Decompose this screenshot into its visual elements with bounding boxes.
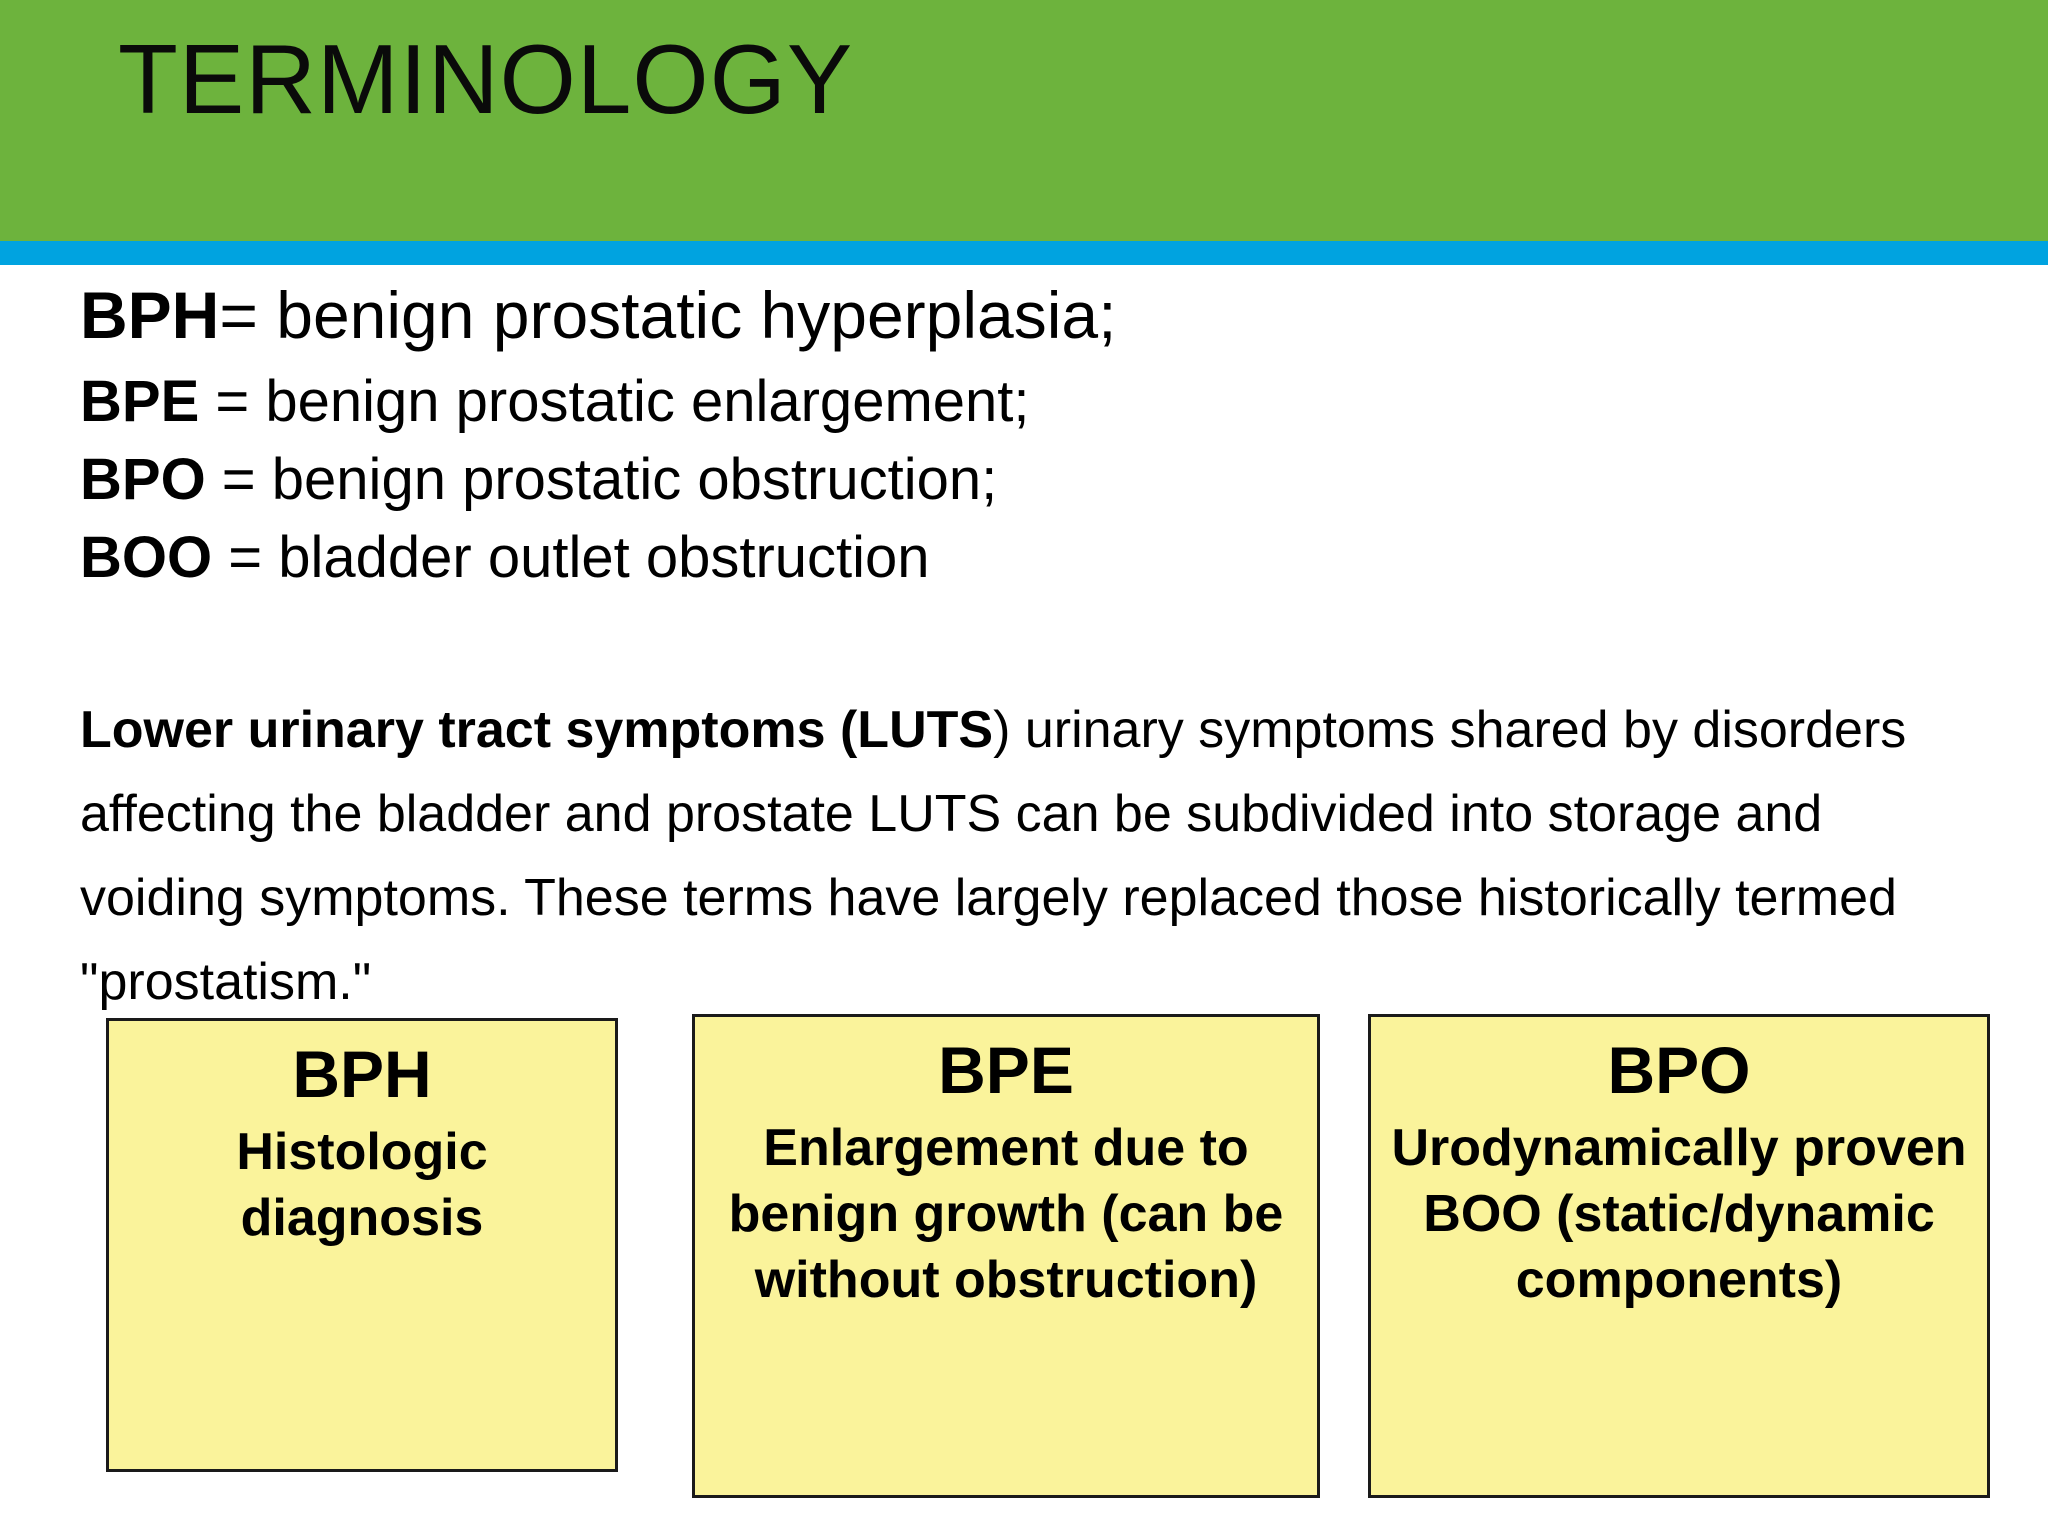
callout-box-bph: BPH Histologic diagnosis [106, 1018, 618, 1472]
callout-box-title: BPH [292, 1037, 432, 1111]
callout-box-description: Enlargement due to benign growth (can be… [728, 1119, 1284, 1309]
definition-text: = benign prostatic obstruction; [205, 447, 998, 512]
definition-item-bpo: BPO = benign prostatic obstruction; [80, 442, 1980, 518]
luts-lead-text: Lower urinary tract symptoms (LUTS [80, 701, 994, 759]
definition-text: = benign prostatic enlargement; [199, 369, 1030, 434]
definition-abbr: BPO [80, 447, 206, 512]
definition-item-bph: BPH= benign prostatic hyperplasia; [80, 276, 1980, 354]
definition-item-boo: BOO = bladder outlet obstruction [80, 520, 1980, 596]
luts-paragraph: Lower urinary tract symptoms (LUTS) urin… [80, 688, 1910, 1024]
definition-text: = benign prostatic hyperplasia; [219, 278, 1117, 352]
callout-box-bpe: BPE Enlargement due to benign growth (ca… [692, 1014, 1320, 1498]
definition-list: BPH= benign prostatic hyperplasia; BPE =… [80, 276, 1980, 598]
callout-box-title: BPO [1607, 1033, 1751, 1107]
callout-box-description: Urodynamically proven BOO (static/dynami… [1391, 1119, 1967, 1309]
callout-box-title: BPE [938, 1033, 1074, 1107]
callout-box-bpo: BPO Urodynamically proven BOO (static/dy… [1368, 1014, 1990, 1498]
definition-abbr: BPE [80, 369, 200, 434]
definition-item-bpe: BPE = benign prostatic enlargement; [80, 364, 1980, 440]
callout-box-description: Histologic diagnosis [236, 1123, 488, 1247]
luts-body-text: ) urinary symptoms shared by disorders a… [80, 701, 1907, 1011]
header-divider-rule [0, 241, 2048, 265]
definition-text: = bladder outlet obstruction [212, 525, 930, 590]
definition-abbr: BOO [80, 525, 213, 590]
page-title: TERMINOLOGY [118, 24, 854, 134]
header-band [0, 0, 2048, 241]
definition-abbr: BPH [80, 278, 220, 352]
